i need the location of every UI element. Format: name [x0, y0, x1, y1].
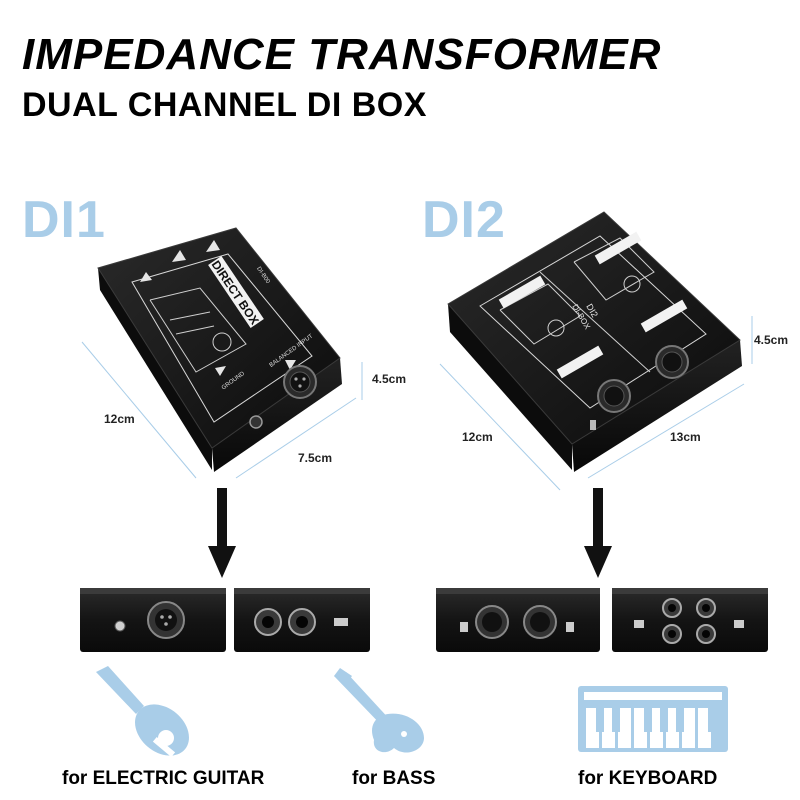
di2-back-panel [612, 588, 768, 652]
di1-label: DI1 [22, 191, 106, 249]
di2-length-label: 12cm [462, 430, 493, 444]
arrow-down-icon [208, 488, 236, 578]
title-line-1: IMPEDANCE TRANSFORMER [22, 30, 662, 79]
di2-xlr-connector-2 [655, 345, 689, 379]
di1-xlr-connector [283, 365, 317, 399]
arrow-down-icon [584, 488, 612, 578]
di1-length-label: 12cm [104, 412, 135, 426]
caption-electric-guitar: for ELECTRIC GUITAR [62, 768, 265, 789]
bass-guitar-icon [334, 668, 424, 753]
di2-front-panel [436, 588, 600, 652]
di1-height-label: 4.5cm [372, 372, 407, 386]
di2-width-label: 13cm [670, 430, 701, 444]
di1-width-label: 7.5cm [298, 451, 333, 465]
keyboard-icon [578, 686, 728, 752]
title-line-2: DUAL CHANNEL DI BOX [22, 86, 427, 124]
di1-box: DIRECT BOX DI-B00 BALANCED INPUT GROUND [97, 227, 342, 472]
di1-back-panel [234, 588, 370, 652]
di1-front-panel [80, 588, 226, 652]
caption-keyboard: for KEYBOARD [578, 768, 718, 789]
di2-switch [590, 420, 596, 430]
di2-xlr-connector-1 [597, 379, 631, 413]
di2-height-label: 4.5cm [754, 333, 789, 347]
di2-label: DI2 [422, 191, 506, 249]
di2-box: DI2 DI-BOX [447, 211, 742, 472]
electric-guitar-icon [96, 666, 189, 758]
di1-ground-switch [249, 415, 263, 429]
caption-bass: for BASS [352, 768, 436, 789]
